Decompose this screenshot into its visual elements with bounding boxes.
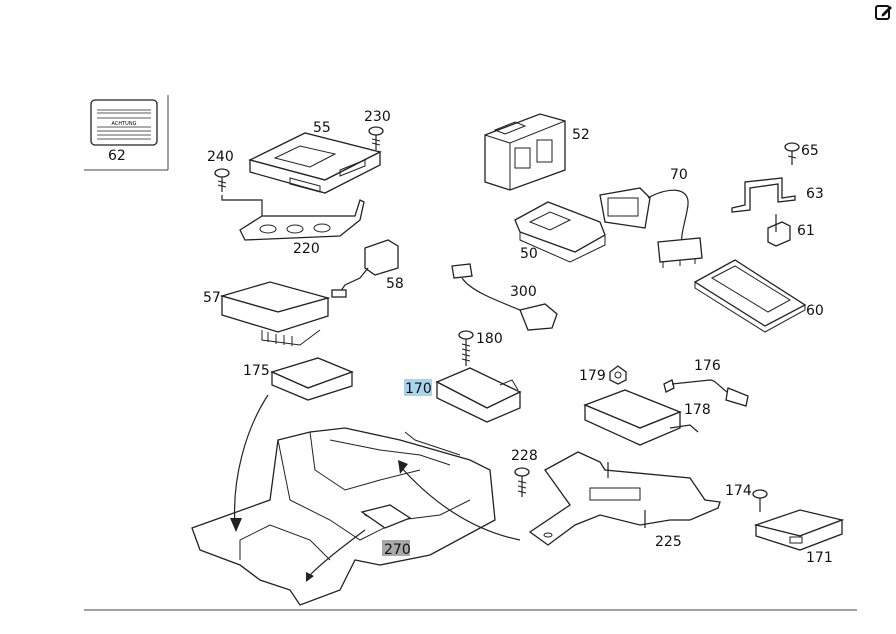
- part-225-bracket-plate[interactable]: [528, 451, 721, 546]
- vehicle-floor-assembly: [191, 427, 496, 606]
- part-240-screw-icon[interactable]: [214, 168, 263, 216]
- part-label-230[interactable]: 230: [364, 109, 391, 125]
- arrow-head-icon: [398, 460, 408, 474]
- part-label-50[interactable]: 50: [520, 246, 538, 262]
- part-57-control-unit[interactable]: [219, 281, 331, 346]
- part-58-relay[interactable]: [331, 239, 399, 298]
- part-label-61[interactable]: 61: [797, 223, 815, 239]
- part-300-cable[interactable]: [451, 263, 558, 331]
- part-176-sensor[interactable]: [663, 379, 749, 407]
- part-label-63[interactable]: 63: [806, 186, 824, 202]
- inset-box-62: ACHTUNG 62: [84, 95, 169, 171]
- part-60-module[interactable]: [693, 259, 807, 333]
- part-70-connector[interactable]: [599, 187, 703, 268]
- part-220-bracket[interactable]: [239, 199, 365, 241]
- part-label-176[interactable]: 176: [694, 358, 721, 374]
- part-230-screw-icon[interactable]: [368, 126, 384, 150]
- part-175-module[interactable]: [270, 357, 354, 401]
- part-61-clip[interactable]: [767, 214, 791, 247]
- part-label-300[interactable]: 300: [510, 284, 537, 300]
- part-label-52[interactable]: 52: [572, 127, 590, 143]
- part-228-bolt-icon[interactable]: [514, 467, 530, 497]
- part-label-220[interactable]: 220: [293, 241, 320, 257]
- part-65-screw-icon[interactable]: [784, 142, 800, 165]
- part-label-179[interactable]: 179: [579, 368, 606, 384]
- part-label-225[interactable]: 225: [655, 534, 682, 550]
- part-179-nut-icon[interactable]: [609, 365, 627, 385]
- warning-sticker-icon: ACHTUNG: [90, 99, 158, 146]
- sticker-text: ACHTUNG: [112, 121, 137, 127]
- part-270-highlight: [382, 540, 410, 556]
- part-52-module[interactable]: [484, 113, 566, 191]
- part-label-65[interactable]: 65: [801, 143, 819, 159]
- part-label-62[interactable]: 62: [108, 148, 126, 164]
- part-50-module[interactable]: [514, 201, 606, 263]
- part-170-highlight: [404, 379, 432, 396]
- arrow-170-to-body: [399, 465, 521, 541]
- edit-button[interactable]: [874, 2, 894, 22]
- part-174-screw-icon[interactable]: [752, 489, 768, 512]
- part-label-58[interactable]: 58: [386, 276, 404, 292]
- part-label-240[interactable]: 240: [207, 149, 234, 165]
- part-180-bolt-icon[interactable]: [458, 330, 474, 366]
- part-170-module[interactable]: [435, 367, 522, 423]
- part-label-270[interactable]: 270: [384, 542, 411, 558]
- arrow-head-icon: [306, 572, 314, 582]
- part-label-180[interactable]: 180: [476, 331, 503, 347]
- part-178-control-unit[interactable]: [583, 389, 699, 446]
- part-label-174[interactable]: 174: [725, 483, 752, 499]
- part-171-module[interactable]: [753, 509, 845, 551]
- part-label-228[interactable]: 228: [511, 448, 538, 464]
- part-label-178[interactable]: 178: [684, 402, 711, 418]
- arrow-head-icon: [230, 518, 242, 532]
- part-63-bracket[interactable]: [731, 177, 796, 213]
- part-label-70[interactable]: 70: [670, 167, 688, 183]
- part-label-175[interactable]: 175: [243, 363, 270, 379]
- part-label-170[interactable]: 170: [405, 381, 432, 397]
- part-label-57[interactable]: 57: [203, 290, 221, 306]
- part-55-control-unit[interactable]: [248, 132, 382, 194]
- arrow-175-to-body: [233, 394, 269, 526]
- arrow-270-to-body: [309, 529, 366, 576]
- edit-icon: [875, 5, 892, 20]
- part-label-60[interactable]: 60: [806, 303, 824, 319]
- part-label-171[interactable]: 171: [806, 550, 833, 566]
- part-label-55[interactable]: 55: [313, 120, 331, 136]
